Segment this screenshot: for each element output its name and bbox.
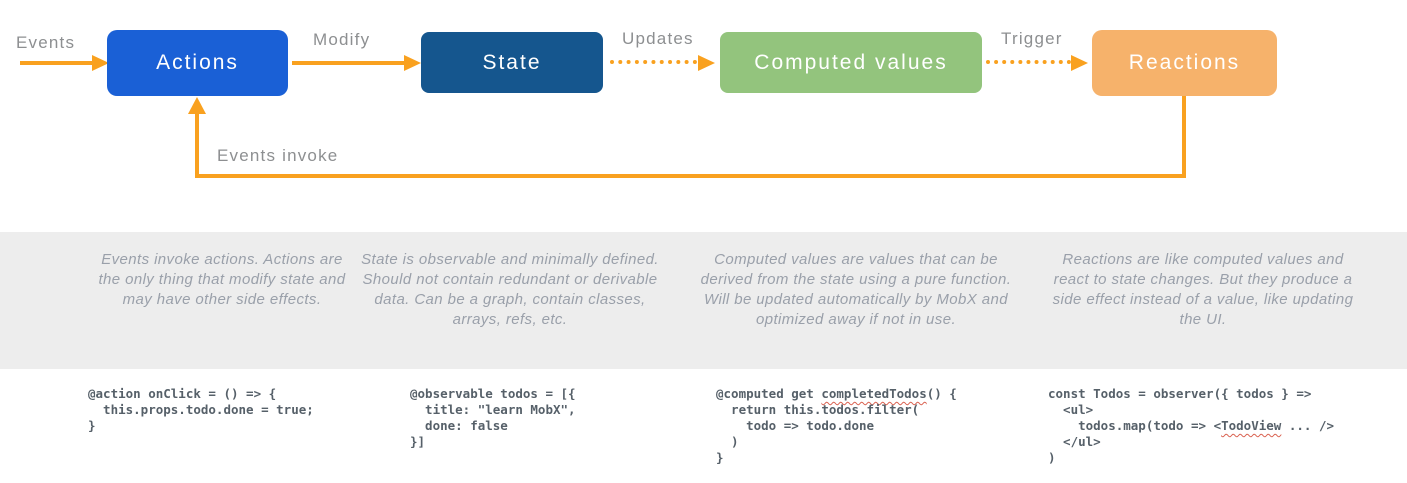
- code-snippet-action: @action onClick = () => { this.props.tod…: [88, 386, 314, 434]
- dotted-arrow-state-to-computed: [610, 60, 697, 64]
- feedback-line-vertical-right: [1182, 96, 1186, 178]
- node-computed-values-label: Computed values: [754, 50, 948, 74]
- edge-label-events-invoke: Events invoke: [217, 146, 339, 165]
- code-text: ... /> </ul> ): [1048, 418, 1334, 465]
- code-snippet-observer: const Todos = observer({ todos } => <ul>…: [1048, 386, 1334, 466]
- description-reactions: Reactions are like computed values and r…: [1052, 251, 1354, 328]
- code-snippet-computed: @computed get completedTodos() { return …: [716, 386, 957, 466]
- arrowhead-up-icon: [188, 97, 206, 114]
- code-text: @action onClick = () => { this.props.tod…: [88, 386, 314, 433]
- node-reactions-label: Reactions: [1128, 51, 1241, 74]
- feedback-line-horizontal: [195, 174, 1186, 178]
- code-misspelled-text: TodoView: [1221, 418, 1282, 433]
- code-snippet-observable: @observable todos = [{ title: "learn Mob…: [410, 386, 576, 450]
- node-reactions: Reactions: [1092, 30, 1277, 96]
- description-computed-values: Computed values are values that can be d…: [700, 251, 1012, 328]
- arrowhead-icon: [1071, 55, 1088, 71]
- node-state: State: [421, 32, 603, 93]
- edge-label-trigger: Trigger: [1001, 29, 1063, 48]
- arrow-events-to-actions: [20, 61, 93, 65]
- edge-label-updates: Updates: [622, 29, 694, 48]
- description-state: State is observable and minimally define…: [361, 251, 659, 328]
- code-text: const Todos = observer({ todos } => <ul>…: [1048, 386, 1312, 433]
- edge-label-events: Events: [16, 33, 76, 52]
- feedback-line-vertical-left: [195, 112, 199, 178]
- code-text: @observable todos = [{ title: "learn Mob…: [410, 386, 576, 449]
- arrow-actions-to-state: [292, 61, 405, 65]
- node-computed-values: Computed values: [720, 32, 982, 93]
- node-actions: Actions: [107, 30, 288, 96]
- code-misspelled-text: completedTodos: [821, 386, 927, 401]
- description-band: Events invoke actions. Actions are the o…: [0, 232, 1407, 369]
- node-actions-label: Actions: [156, 51, 239, 74]
- edge-label-modify: Modify: [313, 30, 371, 49]
- arrowhead-icon: [404, 55, 421, 71]
- dotted-arrow-computed-to-reactions: [986, 60, 1071, 64]
- description-actions: Events invoke actions. Actions are the o…: [98, 251, 346, 308]
- code-text: () { return this.todos.filter( todo => t…: [716, 386, 957, 465]
- arrowhead-icon: [92, 55, 109, 71]
- code-text: @computed get: [716, 386, 822, 401]
- node-state-label: State: [482, 50, 542, 74]
- arrowhead-icon: [698, 55, 715, 71]
